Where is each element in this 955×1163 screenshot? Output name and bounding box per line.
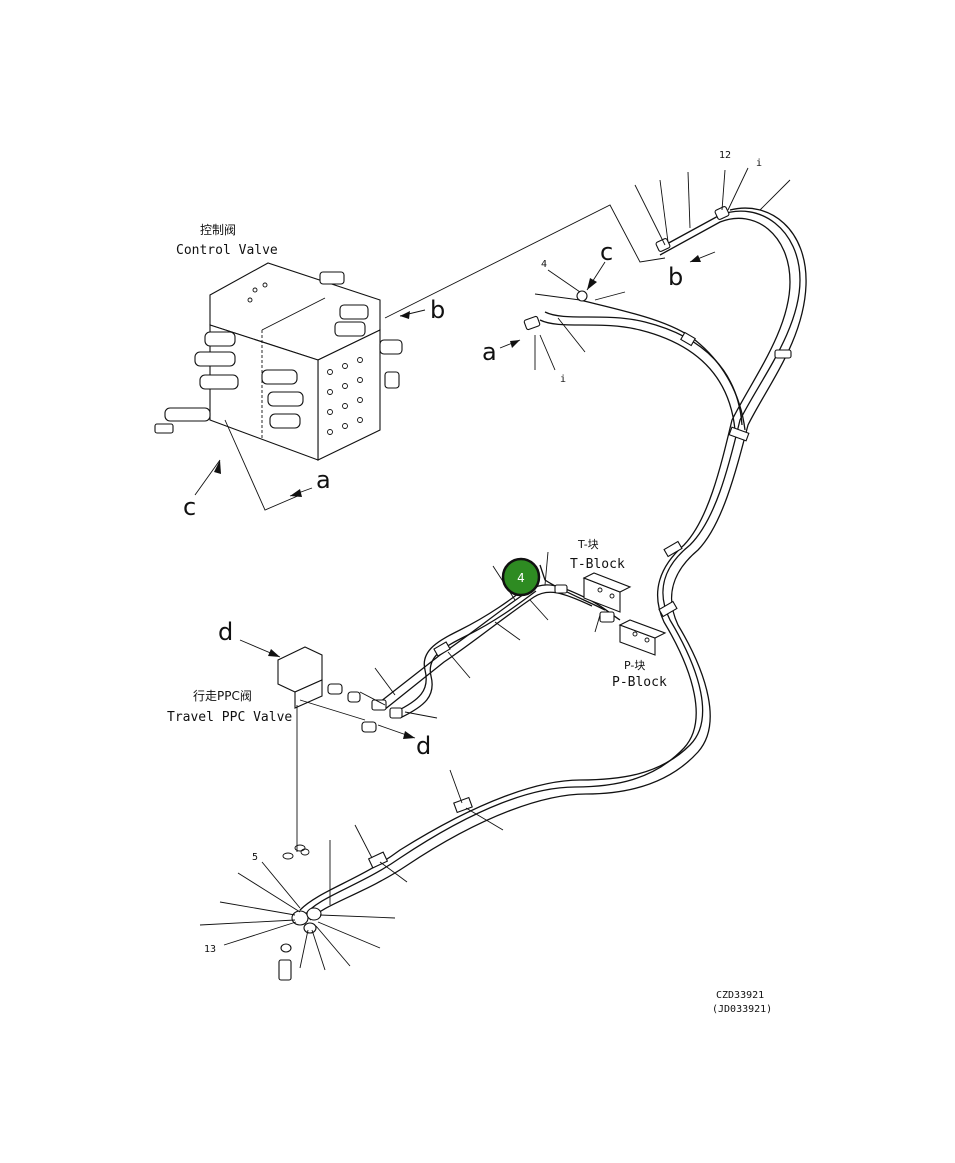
callout-13: 13	[204, 944, 216, 955]
arrow-c-left	[214, 460, 221, 474]
t-block	[582, 572, 632, 613]
connector-d-left: d	[218, 618, 233, 646]
callout-i-top: i	[756, 158, 762, 169]
t-block-label-zh: T-块	[577, 538, 599, 551]
ppc-hoses	[371, 564, 621, 719]
control-valve-label-en: Control Valve	[176, 243, 278, 258]
p-block	[618, 619, 667, 656]
leader-line-control-to-b	[384, 204, 666, 319]
valve-fittings	[154, 271, 403, 434]
callout-4-top: 4	[541, 259, 547, 270]
bottom-fittings	[278, 907, 322, 981]
callout-5: 5	[252, 852, 258, 863]
arrow-b-right	[690, 255, 701, 262]
control-valve-label-zh: 控制阀	[200, 223, 236, 237]
highlight-marker[interactable]: 4	[501, 557, 541, 597]
travel-ppc-label-zh: 行走PPC阀	[193, 689, 252, 703]
callout-12: 12	[719, 150, 731, 161]
travel-ppc-valve	[277, 646, 377, 733]
callout-leaders	[199, 167, 791, 971]
arrow-d-left	[268, 649, 280, 657]
drawing-id-primary: CZD33921	[716, 990, 764, 1001]
connector-c-right: c	[600, 238, 613, 266]
marker-label: 4	[517, 571, 525, 585]
p-block-label-en: P-Block	[612, 675, 667, 690]
arrow-a-right	[510, 340, 520, 348]
connector-b-right: b	[668, 263, 683, 291]
drawing-id-secondary: (JD033921)	[712, 1004, 772, 1015]
travel-ppc-label-en: Travel PPC Valve	[167, 710, 292, 725]
callout-i-mid: i	[560, 374, 566, 385]
connector-a-left: a	[316, 466, 331, 494]
arrow-a-left	[290, 489, 302, 497]
arrow-b-left	[400, 311, 410, 319]
connector-b-left: b	[430, 296, 445, 324]
t-block-label-en: T-Block	[570, 557, 625, 572]
valve-port-holes	[247, 282, 363, 435]
connector-a-right: a	[482, 338, 497, 366]
marker-circle[interactable]	[501, 557, 541, 597]
connector-c-left: c	[183, 493, 196, 521]
arrow-d-right	[403, 731, 415, 739]
connector-d-right: d	[416, 732, 431, 760]
control-valve-assembly	[154, 262, 403, 461]
p-block-label-zh: P-块	[624, 659, 645, 672]
arrow-c-right	[587, 278, 597, 290]
